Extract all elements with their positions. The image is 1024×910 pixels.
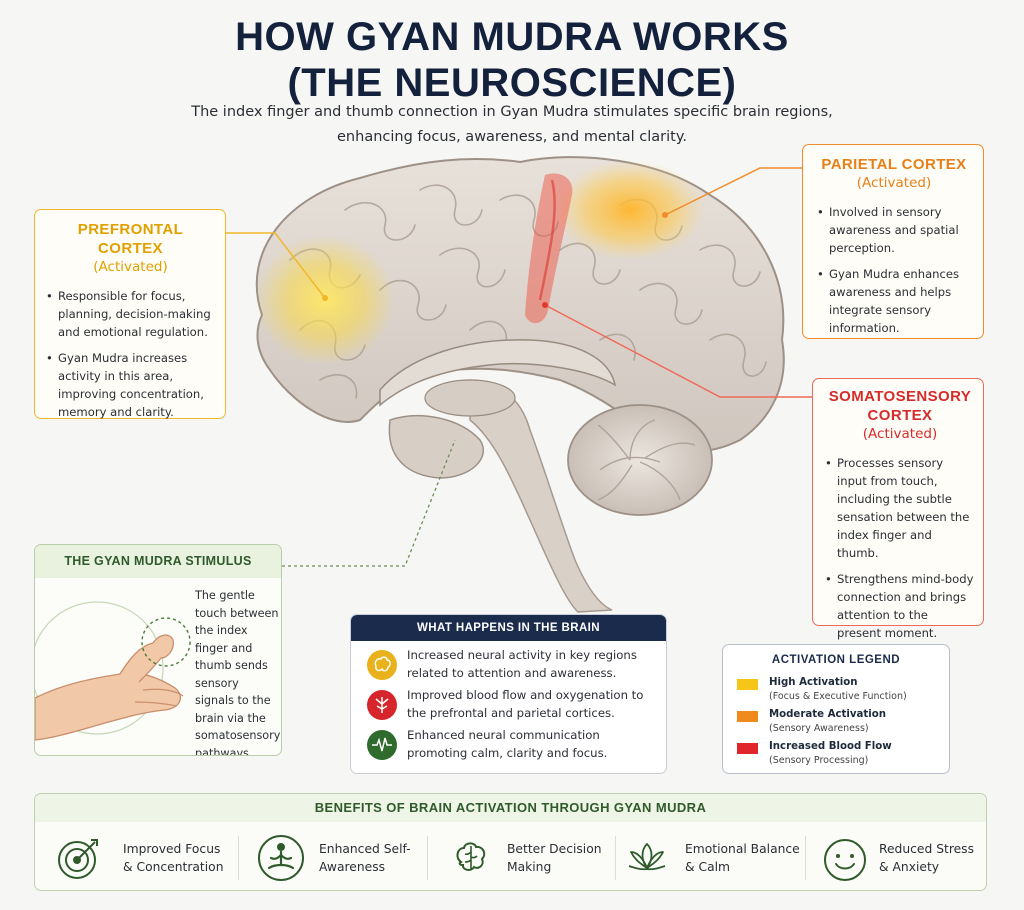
what-item-neural-communication: Enhanced neural communication promoting … xyxy=(367,727,657,763)
what-item-neural-activity: Increased neural activity in key regions… xyxy=(367,647,657,683)
parietal-bullets: Involved in sensory awareness and spatia… xyxy=(817,203,971,337)
legend-item-sub: (Sensory Awareness) xyxy=(769,723,869,734)
benefit-divider xyxy=(427,836,428,880)
stimulus-leader xyxy=(282,439,456,567)
benefit-divider xyxy=(805,836,806,880)
benefit-line-1: Improved Focus xyxy=(123,842,221,856)
parietal-status: (Activated) xyxy=(856,175,932,191)
somatosensory-heading-2: CORTEX xyxy=(867,407,933,424)
subtitle-line-1: The index finger and thumb connection in… xyxy=(191,104,833,120)
legend-item-title: Moderate Activation xyxy=(769,709,886,720)
benefit-line-1: Better Decision xyxy=(507,842,602,856)
prefrontal-bullet: Gyan Mudra increases activity in this ar… xyxy=(46,349,215,421)
legend-item-title: High Activation xyxy=(769,677,858,688)
touch-point-highlight xyxy=(141,617,191,667)
benefits-heading: BENEFITS OF BRAIN ACTIVATION THROUGH GYA… xyxy=(35,794,986,822)
gyan-mudra-stimulus-box: THE GYAN MUDRA STIMULUS The gentle touch… xyxy=(34,544,282,756)
benefit-line-1: Reduced Stress xyxy=(879,842,974,856)
somatosensory-dot xyxy=(542,302,548,308)
benefit-item-awareness: Enhanced Self- Awareness xyxy=(257,830,437,886)
title-line-1: HOW GYAN MUDRA WORKS xyxy=(235,15,789,59)
brain-icon xyxy=(456,842,486,871)
somatosensory-bullets: Processes sensory input from touch, incl… xyxy=(825,454,975,642)
what-happens-heading: WHAT HAPPENS IN THE BRAIN xyxy=(351,615,666,641)
benefit-item-stress: Reduced Stress & Anxiety xyxy=(821,830,981,886)
prefrontal-status: (Activated) xyxy=(93,259,168,275)
arbor-vitae xyxy=(597,419,696,501)
temporal-lobe xyxy=(388,415,485,479)
lotus-icon xyxy=(628,843,666,871)
target-icon xyxy=(58,839,98,879)
what-item-text: Improved blood flow and oxygenation to t… xyxy=(407,688,644,720)
prefrontal-heading: PREFRONTAL CORTEX xyxy=(77,221,184,257)
benefit-line-2: Awareness xyxy=(319,860,386,874)
subtitle-line-2: enhancing focus, awareness, and mental c… xyxy=(337,129,687,145)
legend-swatch-yellow xyxy=(737,679,758,690)
benefit-text: Emotional Balance & Calm xyxy=(685,840,800,876)
activation-legend: ACTIVATION LEGEND High Activation (Focus… xyxy=(722,644,950,774)
legend-item-sub: (Sensory Processing) xyxy=(769,755,869,766)
benefit-line-2: Making xyxy=(507,860,552,874)
smile-icon xyxy=(824,839,866,881)
legend-heading: ACTIVATION LEGEND xyxy=(771,654,901,666)
benefit-item-focus: Improved Focus & Concentration xyxy=(55,830,235,886)
stimulus-text: The gentle touch between the index finge… xyxy=(195,589,281,756)
parietal-cortex-box: PARIETAL CORTEX (Activated) Involved in … xyxy=(802,144,984,339)
parietal-dot xyxy=(662,212,668,218)
corpus-callosum xyxy=(379,339,617,407)
cerebellum xyxy=(567,404,713,516)
benefit-text: Enhanced Self- Awareness xyxy=(319,840,411,876)
benefit-item-emotional: Emotional Balance & Calm xyxy=(623,830,813,886)
legend-item-sub: (Focus & Executive Function) xyxy=(769,691,907,702)
somatosensory-glow xyxy=(525,173,573,324)
meditation-icon xyxy=(258,835,304,881)
benefit-line-1: Emotional Balance xyxy=(685,842,800,856)
parietal-heading: PARIETAL CORTEX xyxy=(821,156,967,173)
benefit-text: Reduced Stress & Anxiety xyxy=(879,840,974,876)
brain-icon xyxy=(367,650,397,680)
hand-illustration xyxy=(35,601,191,741)
title-line-2: (THE NEUROSCIENCE) xyxy=(287,61,737,105)
benefit-line-2: & Anxiety xyxy=(879,860,940,874)
pulse-icon xyxy=(367,730,397,760)
legend-swatch-red xyxy=(737,743,758,754)
legend-item-title: Increased Blood Flow xyxy=(769,741,892,752)
somatosensory-heading-1: SOMATOSENSORY xyxy=(828,388,972,405)
somatosensory-status: (Activated) xyxy=(862,426,938,442)
somatosensory-cortex-box: SOMATOSENSORY CORTEX (Activated) Process… xyxy=(812,378,984,640)
what-item-text: Enhanced neural communication promoting … xyxy=(407,728,608,760)
prefrontal-bullets: Responsible for focus, planning, decisio… xyxy=(46,287,215,421)
brain-stem xyxy=(469,379,613,613)
benefits-panel: BENEFITS OF BRAIN ACTIVATION THROUGH GYA… xyxy=(34,793,987,891)
benefit-divider xyxy=(238,836,239,880)
subtitle: The index finger and thumb connection in… xyxy=(162,100,862,150)
benefit-text: Improved Focus & Concentration xyxy=(123,840,224,876)
benefit-line-2: & Calm xyxy=(685,860,731,874)
page-title: HOW GYAN MUDRA WORKS (THE NEUROSCIENCE) xyxy=(0,14,1024,106)
parietal-leader xyxy=(664,167,802,216)
somatosensory-leader xyxy=(544,304,812,398)
what-happens-box: WHAT HAPPENS IN THE BRAIN Increased neur… xyxy=(350,614,667,774)
legend-swatch-orange xyxy=(737,711,758,722)
stimulus-heading: THE GYAN MUDRA STIMULUS xyxy=(35,545,281,578)
prefrontal-leader xyxy=(226,232,326,299)
somatosensory-bullet: Processes sensory input from touch, incl… xyxy=(825,454,975,562)
parietal-glow xyxy=(555,160,705,260)
benefit-divider xyxy=(615,836,616,880)
what-item-text: Increased neural activity in key regions… xyxy=(407,648,637,680)
parietal-bullet: Involved in sensory awareness and spatia… xyxy=(817,203,971,257)
what-item-blood-flow: Improved blood flow and oxygenation to t… xyxy=(367,687,657,723)
prefrontal-dot xyxy=(322,295,328,301)
prefrontal-bullet: Responsible for focus, planning, decisio… xyxy=(46,287,215,341)
benefit-line-1: Enhanced Self- xyxy=(319,842,411,856)
benefit-line-2: & Concentration xyxy=(123,860,224,874)
somatosensory-bullet: Strengthens mind-body connection and bri… xyxy=(825,570,975,642)
blood-flow-icon xyxy=(367,690,397,720)
prefrontal-cortex-box: PREFRONTAL CORTEX (Activated) Responsibl… xyxy=(34,209,226,419)
parietal-bullet: Gyan Mudra enhances awareness and helps … xyxy=(817,265,971,337)
